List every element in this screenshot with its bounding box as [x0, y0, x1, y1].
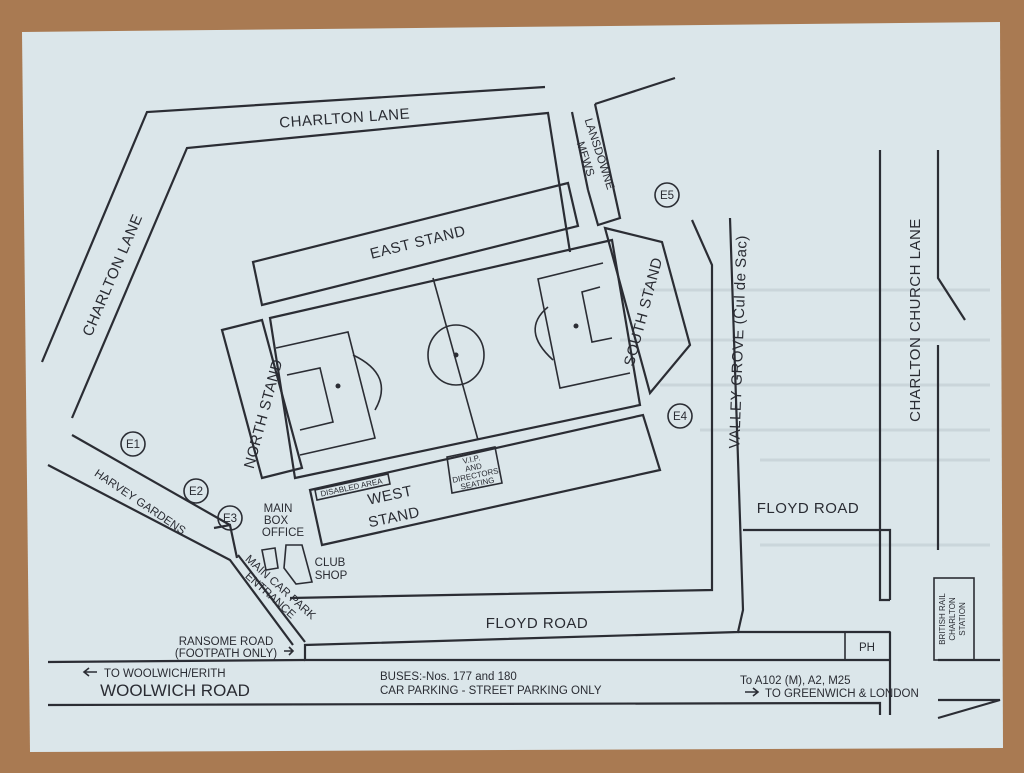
box-office-building	[261, 547, 279, 571]
box-office-label-2: BOX	[264, 515, 289, 527]
entrance-e3: E3	[223, 513, 237, 525]
print-show-through	[620, 288, 990, 547]
south-stand	[603, 226, 692, 396]
arrow-left-icon	[82, 667, 97, 677]
road-label-ransome-road-1: RANSOME ROAD	[179, 636, 274, 648]
entrance-e2: E2	[189, 486, 203, 498]
pub-label: PH	[859, 642, 875, 654]
east-stand	[251, 181, 580, 307]
vip-label-1: V.I.P.	[462, 453, 481, 466]
station-box	[933, 577, 975, 661]
ransome-road-arrow-icon	[284, 646, 295, 656]
pub-box	[844, 631, 891, 661]
west-stand	[308, 413, 662, 547]
note-buses: BUSES:-Nos. 177 and 180	[380, 671, 517, 683]
south-penalty-area	[537, 262, 631, 389]
halfway-line	[432, 277, 479, 441]
box-office-label-1: MAIN	[264, 503, 293, 515]
road-label-floyd-road-bottom: FLOYD ROAD	[486, 615, 589, 632]
club-shop-label-2: SHOP	[315, 570, 348, 582]
box-office-label-3: OFFICE	[262, 527, 304, 539]
direction-greenwich-london: TO GREENWICH & LONDON	[765, 688, 919, 700]
arrow-right-icon	[745, 687, 760, 697]
vip-label-2: AND	[464, 461, 483, 473]
club-shop-building	[283, 544, 314, 585]
road-outlines	[40, 76, 1001, 720]
entrance-e4: E4	[673, 411, 688, 423]
station-label-3: STATION	[958, 602, 967, 636]
station-label-2: CHARLTON	[948, 597, 957, 640]
entrance-e5: E5	[660, 190, 674, 202]
road-label-charlton-church-lane: CHARLTON CHURCH LANE	[907, 218, 924, 422]
road-label-ransome-road-2: (FOOTPATH ONLY)	[175, 648, 277, 660]
north-penalty-area	[275, 331, 376, 456]
disabled-area-box	[314, 473, 391, 501]
north-stand	[220, 318, 304, 480]
entrance-markers	[120, 182, 693, 531]
club-shop-label-1: CLUB	[315, 557, 346, 569]
pitch	[268, 238, 642, 480]
road-label-woolwich-road: WOOLWICH ROAD	[100, 681, 250, 700]
station-label-1: BRITISH RAIL	[938, 593, 947, 645]
note-parking: CAR PARKING - STREET PARKING ONLY	[380, 685, 602, 697]
centre-circle	[427, 324, 485, 386]
road-label-floyd-road-right: FLOYD ROAD	[757, 500, 860, 517]
map-card	[22, 22, 1003, 752]
direction-a102: To A102 (M), A2, M25	[740, 675, 851, 687]
direction-woolwich-erith: TO WOOLWICH/ERITH	[104, 668, 226, 680]
centre-spot	[453, 352, 459, 358]
vip-box	[446, 446, 503, 494]
entrance-e1: E1	[126, 439, 140, 451]
